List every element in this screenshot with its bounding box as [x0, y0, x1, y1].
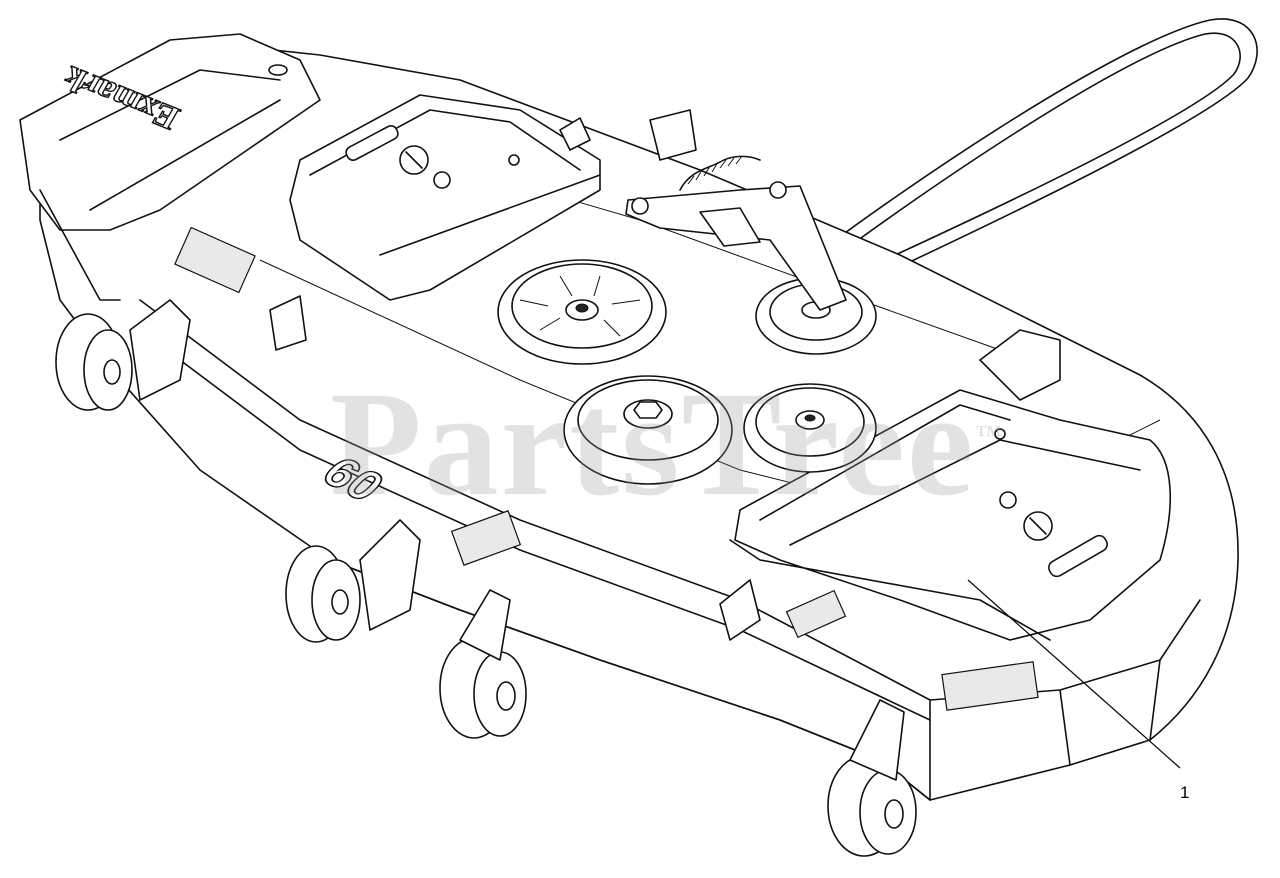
left-belt-cover: [289, 94, 601, 301]
deck-brackets: [269, 109, 1061, 641]
callout-number-1[interactable]: 1: [1180, 783, 1190, 802]
idler-arm-assembly: [625, 155, 847, 311]
caster-wheel-front-left: [285, 519, 421, 643]
right-spindle-pulley: [743, 383, 877, 473]
decal-right-caution: [785, 589, 847, 639]
caster-wheel-front-right: [827, 699, 917, 857]
left-spindle-pulley: [497, 259, 667, 365]
decal-center-warning: [450, 510, 522, 566]
decal-left-warning: [174, 226, 256, 294]
right-belt-cover: [729, 389, 1172, 641]
center-spindle-pulley: [563, 375, 733, 485]
left-end-cover: [19, 33, 321, 301]
decal-front-warning: [941, 661, 1039, 711]
callout-leader-1: [967, 579, 1181, 769]
caster-wheel-rear-left: [55, 299, 191, 411]
caster-wheel-center: [439, 589, 527, 739]
